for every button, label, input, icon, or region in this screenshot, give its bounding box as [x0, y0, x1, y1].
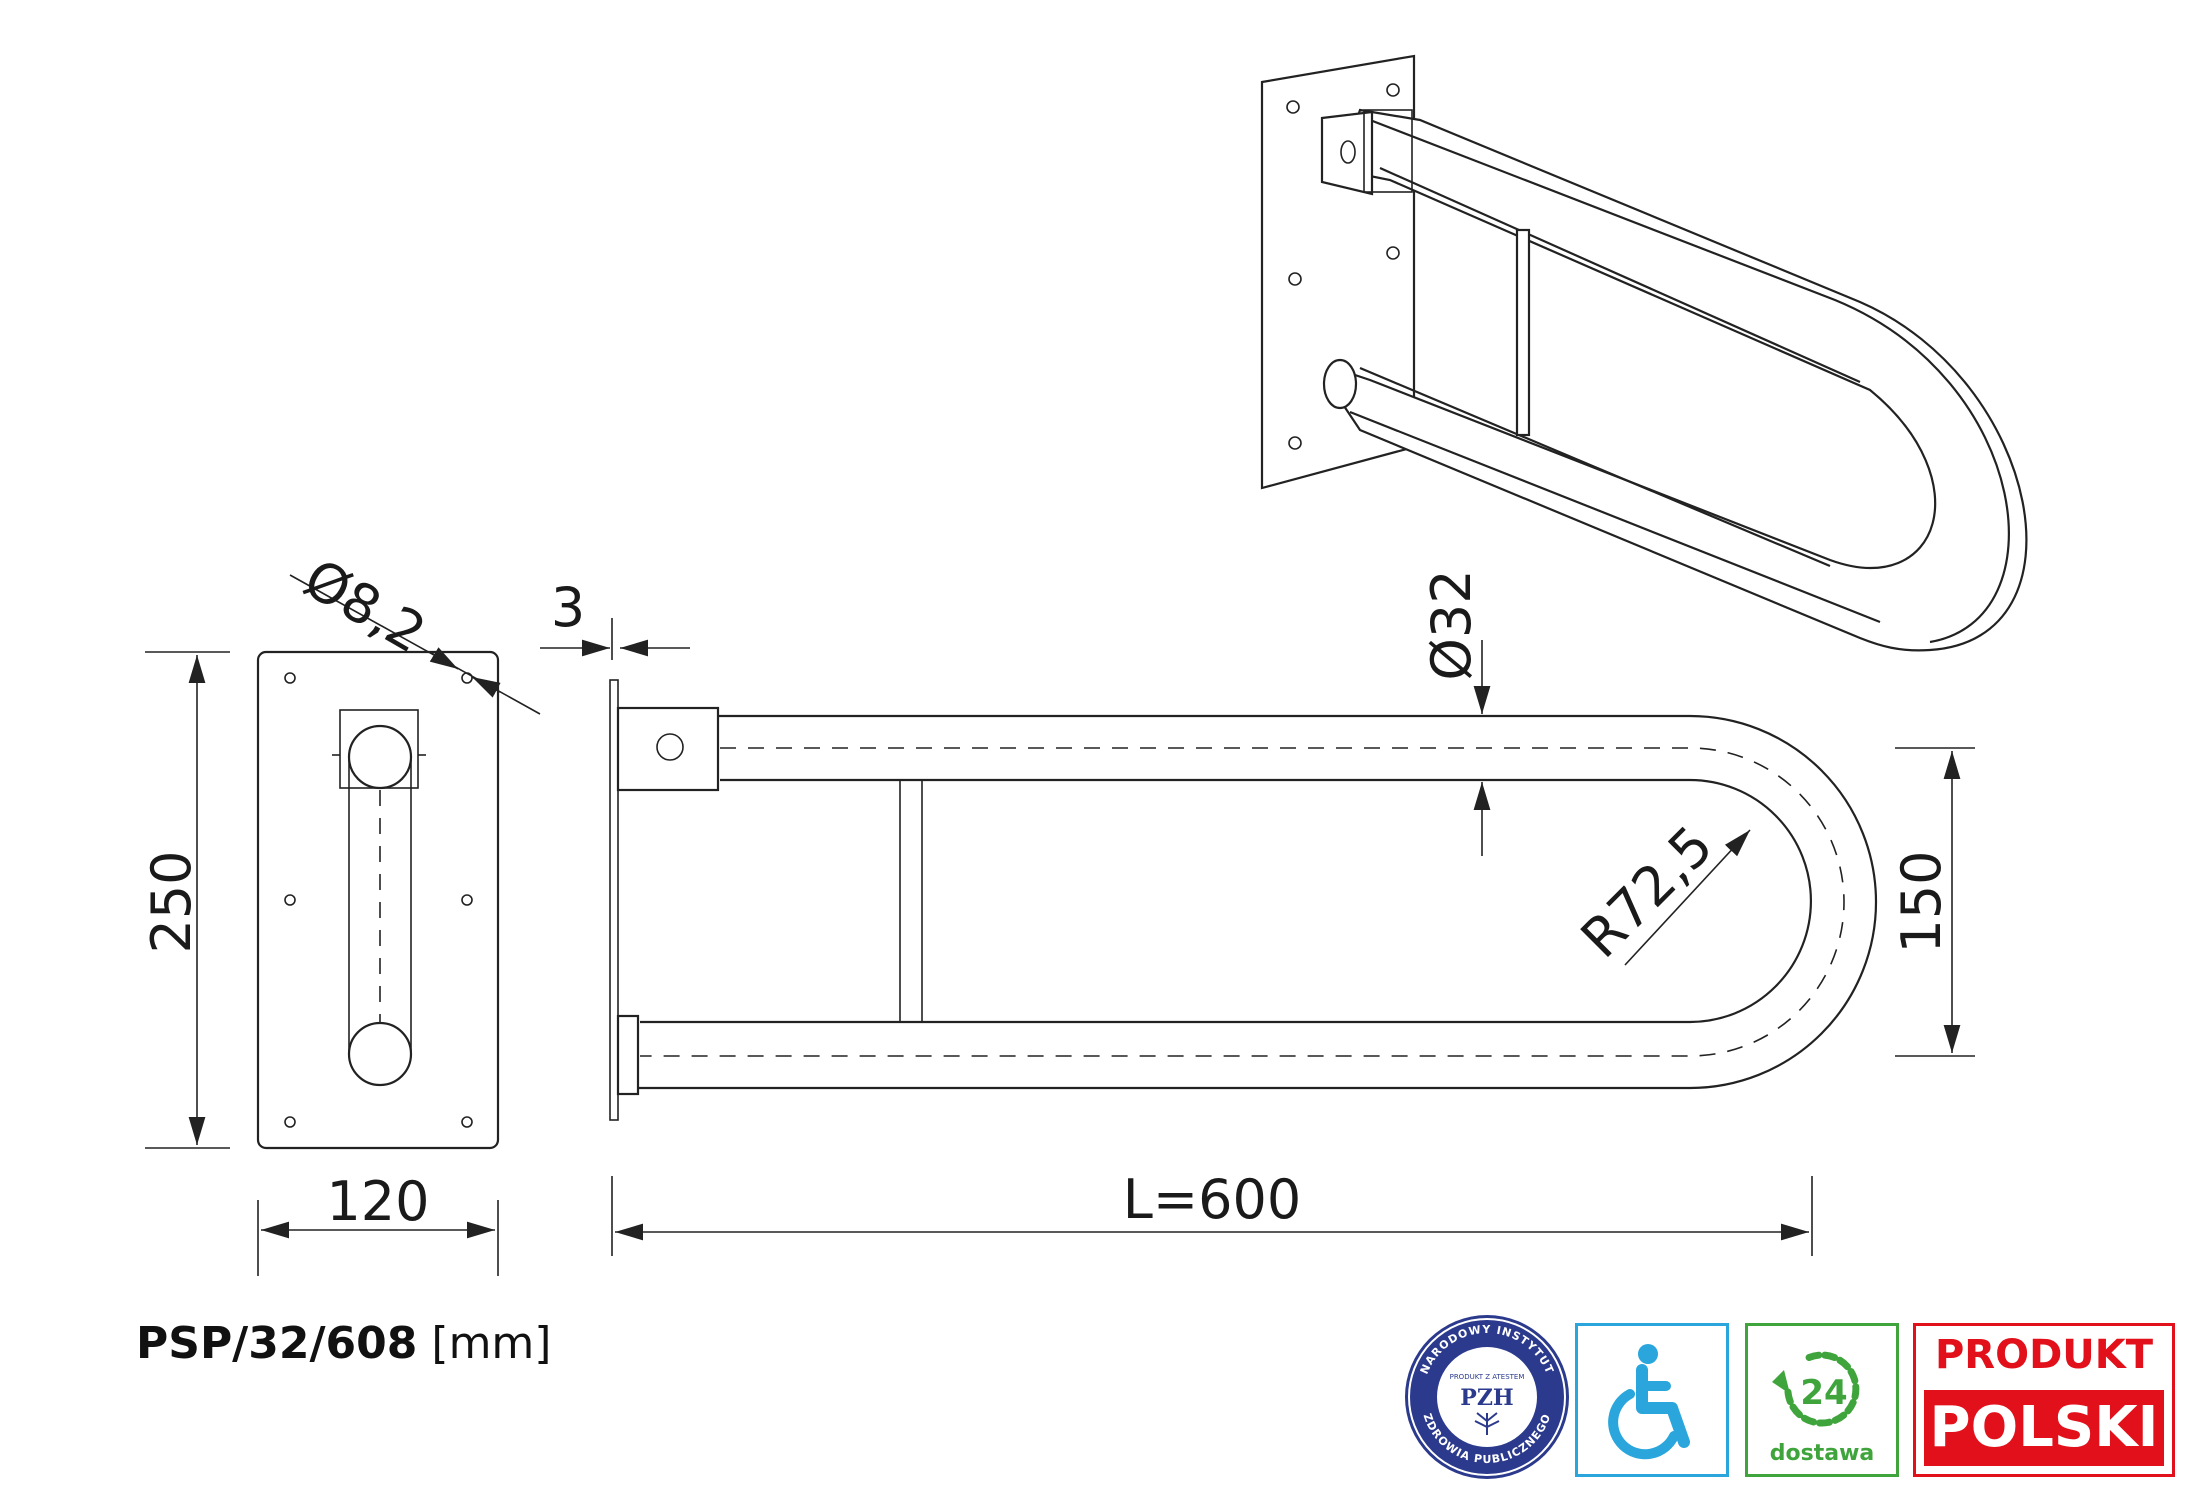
unit-label: [mm]	[431, 1318, 552, 1369]
dim-bar-spacing: 150	[1890, 850, 1953, 953]
plate-front-view	[256, 650, 500, 1150]
bar-side-view	[609, 679, 1878, 1121]
dim-tube-diameter: Ø32	[1420, 569, 1483, 680]
product-code: PSP/32/608 [mm]	[136, 1318, 551, 1369]
dimension-lines	[145, 574, 1975, 1276]
delivery-label: dostawa	[1769, 1441, 1875, 1466]
produkt-polski-top: PRODUKT	[1934, 1332, 2154, 1378]
delivery-24h-badge: 24 dostawa	[1745, 1323, 1899, 1477]
dim-length: L=600	[1123, 1168, 1301, 1231]
accessibility-badge	[1575, 1323, 1729, 1477]
dim-bend-radius: R72,5	[1569, 814, 1725, 970]
produkt-polski-bottom: POLSKI	[1924, 1390, 2164, 1466]
wheelchair-icon	[1608, 1344, 1690, 1460]
dim-plate-thickness: 3	[551, 576, 585, 639]
dim-plate-width: 120	[326, 1170, 429, 1233]
pzh-center-text: PZH	[1460, 1385, 1513, 1411]
dim-hole-diameter: Ø8,2	[294, 547, 437, 666]
pzh-certificate-badge: NARODOWY INSTYTUT ZDROWIA PUBLICZNEGO PR…	[1403, 1313, 1571, 1481]
delivery-clock-icon: 24	[1772, 1351, 1860, 1427]
tree-icon	[1474, 1412, 1500, 1435]
dim-plate-height: 250	[140, 850, 203, 953]
isometric-view	[1260, 54, 2028, 652]
product-code-value: PSP/32/608	[136, 1318, 418, 1369]
pzh-inner-text: PRODUKT Z ATESTEM	[1450, 1373, 1525, 1381]
delivery-number: 24	[1800, 1373, 1847, 1413]
produkt-polski-badge: PRODUKT POLSKI	[1913, 1323, 2175, 1477]
